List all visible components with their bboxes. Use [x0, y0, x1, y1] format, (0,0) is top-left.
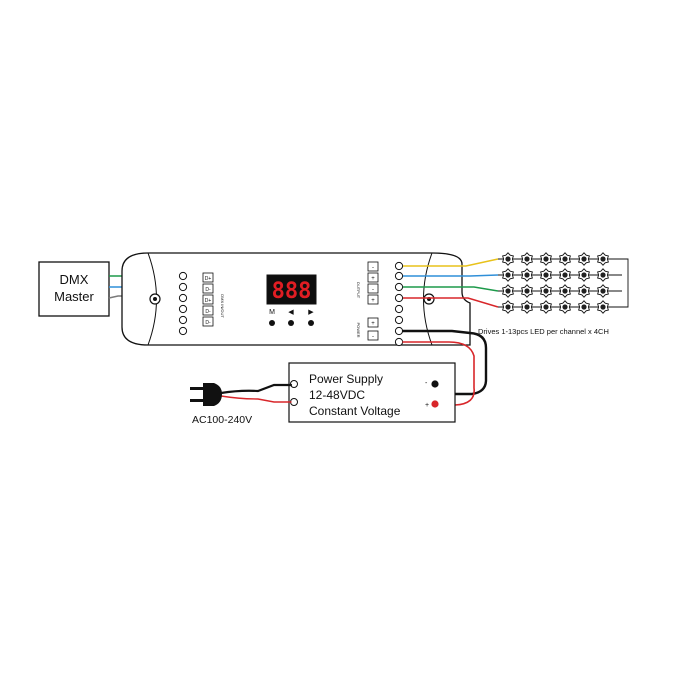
led-4-4: [559, 300, 571, 314]
left-term-label-5: D-: [205, 320, 211, 326]
left-term-label-2: D-: [205, 287, 211, 293]
led-3-2: [521, 284, 533, 298]
psu-terminal-plus: +: [425, 402, 429, 409]
led-2-5: [578, 268, 590, 282]
left-terminal-5[interactable]: [178, 315, 188, 325]
ac-cord-black: [219, 383, 293, 395]
power-supply-box: Power Supply 12-48VDC Constant Voltage -…: [288, 362, 456, 423]
left-terminal-3[interactable]: [178, 293, 188, 303]
led-4-3: [540, 300, 552, 314]
left-term-label-3: D+: [205, 298, 212, 304]
right-terminal-2[interactable]: [394, 271, 404, 281]
led-grid: [502, 252, 609, 314]
led-matrix: [498, 252, 629, 314]
left-term-label-1: D+: [205, 276, 212, 282]
psu-dc-terminal-minus[interactable]: [431, 380, 439, 388]
button-label-right: ▶: [308, 309, 314, 316]
dmx-master-box: DMX Master: [38, 261, 110, 317]
right-terminal-6[interactable]: [394, 315, 404, 325]
power-wires: [401, 329, 488, 406]
right-terminal-1[interactable]: [394, 261, 404, 271]
right-term-label-1: -: [372, 265, 374, 271]
led-1-6: [597, 252, 609, 266]
left-vertical-label: DMX IN/OUT: [220, 294, 225, 318]
left-terminal-block: D+ D- D+ D- D- DMX IN/OUT: [178, 271, 225, 336]
led-3-4: [559, 284, 571, 298]
right-vertical-label: OUTPUT: [356, 282, 361, 299]
led-4-5: [578, 300, 590, 314]
right-terminal-7[interactable]: [394, 326, 404, 336]
psu-line2: 12-48VDC: [309, 388, 365, 402]
ac-plug-cord: [219, 383, 293, 403]
output-wire-blue: [403, 274, 499, 277]
right-terminal-5[interactable]: [394, 304, 404, 314]
led-1-2: [521, 252, 533, 266]
button-label-m: M: [269, 309, 275, 316]
right-terminal-8[interactable]: [394, 337, 404, 347]
led-2-2: [521, 268, 533, 282]
left-terminal-4[interactable]: [178, 304, 188, 314]
left-terminal-2[interactable]: [178, 282, 188, 292]
psu-ac-terminal-1[interactable]: [290, 380, 298, 388]
led-1-4: [559, 252, 571, 266]
ac-input-label: AC100-240V: [192, 414, 252, 426]
left-terminal-6[interactable]: [178, 326, 188, 336]
led-3-3: [540, 284, 552, 298]
left-term-label-4: D-: [205, 309, 211, 315]
led-1-5: [578, 252, 590, 266]
led-4-2: [521, 300, 533, 314]
led-2-1: [502, 268, 514, 282]
right-term-label-2: +: [371, 276, 375, 282]
output-wire-green: [403, 286, 499, 292]
button-left[interactable]: [288, 320, 294, 326]
left-terminal-1[interactable]: [178, 271, 188, 281]
led-2-4: [559, 268, 571, 282]
led-2-6: [597, 268, 609, 282]
output-wire-yellow: [403, 258, 499, 267]
control-buttons: M ◀ ▶: [269, 309, 314, 326]
led-1-3: [540, 252, 552, 266]
dc-wire-black: [401, 329, 488, 396]
power-vertical-label: POWER: [356, 322, 361, 337]
right-terminal-3[interactable]: [394, 282, 404, 292]
right-term-label-4: +: [371, 298, 375, 304]
psu-line3: Constant Voltage: [309, 404, 401, 418]
output-wire-red: [403, 297, 499, 308]
right-terminal-block: OUTPUT POWER - + - + + -: [356, 261, 404, 347]
ac-cord-red: [220, 395, 292, 403]
led-caption: Drives 1-13pcs LED per channel x 4CH: [478, 327, 609, 336]
led-3-5: [578, 284, 590, 298]
led-2-3: [540, 268, 552, 282]
ac-plug-icon: [190, 383, 222, 406]
button-m[interactable]: [269, 320, 275, 326]
led-output-wires: [403, 258, 499, 308]
right-term-label-6: -: [372, 334, 374, 340]
display-digits: 888: [272, 279, 312, 304]
dmx-master-line2: Master: [54, 289, 94, 304]
seven-segment-display: 888: [266, 274, 317, 305]
led-4-1: [502, 300, 514, 314]
dmx-master-line1: DMX: [60, 272, 89, 287]
psu-line1: Power Supply: [309, 372, 383, 386]
right-term-label-3: -: [372, 287, 374, 293]
psu-terminal-minus: -: [425, 380, 428, 387]
right-terminal-4[interactable]: [394, 293, 404, 303]
led-3-6: [597, 284, 609, 298]
led-1-1: [502, 252, 514, 266]
right-term-label-5: +: [371, 321, 375, 327]
led-3-1: [502, 284, 514, 298]
button-label-left: ◀: [288, 309, 294, 316]
dc-wire-red: [402, 341, 475, 406]
psu-dc-terminal-plus[interactable]: [431, 400, 439, 408]
button-right[interactable]: [308, 320, 314, 326]
led-4-6: [597, 300, 609, 314]
